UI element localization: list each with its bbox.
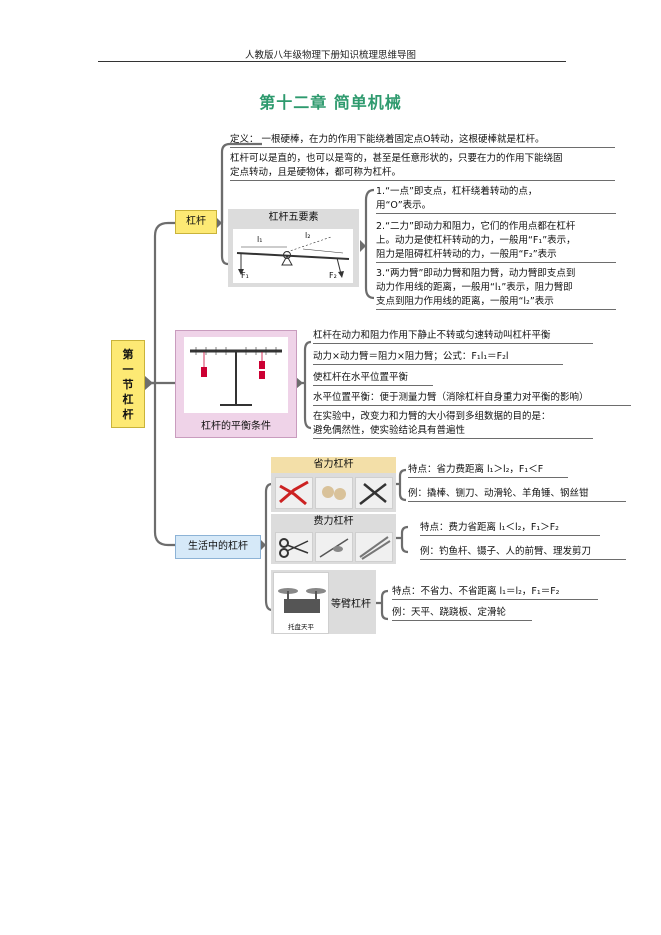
five-item-3: 3.“两力臂”即动力臂和阻力臂，动力臂即支点到 动力作用线的距离，一般用“l₁”…	[376, 267, 616, 310]
root-char-2: 一	[122, 362, 134, 376]
balance-experiment: 在实验中，改变力和力臂的大小得到多组数据的目的是： 避免偶然性，使实验结论具有普…	[313, 410, 593, 439]
costing-feature: 特点：费力省距离 l₁＜l₂，F₁＞F₂	[420, 521, 600, 536]
lever-note-line2: 定点转动，且是硬物体，都可称为杠杆。	[230, 166, 615, 181]
five-item-3-line: 3.“两力臂”即动力臂和阻力臂，动力臂即支点到	[376, 268, 576, 279]
lever-sketch-icon	[236, 236, 350, 278]
fishing-rod-photo	[315, 532, 353, 562]
diagram-f1: F₁	[241, 271, 249, 280]
saving-lever-title: 省力杠杆	[271, 457, 396, 473]
balance-label: 杠杆的平衡条件	[201, 421, 271, 432]
diagram-l2: l₂	[305, 231, 311, 240]
costing-example: 例：钓鱼杆、镊子、人的前臂、理发剪刀	[420, 545, 626, 560]
five-item-3-line: 动力作用线的距离，一般用“l₁”表示，阻力臂即	[376, 282, 573, 293]
balance-line-1: 杠杆在动力和阻力作用下静止不转或匀速转动叫杠杆平衡	[313, 329, 593, 344]
wire-cutter-photo	[355, 477, 393, 509]
root-node: 第 一 节 杠 杆	[111, 340, 145, 428]
diagram-l1: l₁	[257, 235, 263, 244]
bottle-opener-photo	[315, 477, 353, 509]
pliers-photo	[275, 477, 313, 509]
lever-note-line1: 杠杆可以是直的，也可以是弯的，甚至是任意形状的，只要在力的作用下能绕固	[230, 153, 563, 164]
chapter-title: 第十二章 简单机械	[259, 93, 402, 112]
five-item-2-line: 阻力是阻碍杠杆转动的力，一般用“F₂”表示	[376, 248, 616, 263]
lever-balance-icon	[190, 347, 282, 406]
lever-definition: 定义： 一根硬棒，在力的作用下能绕着固定点O转动，这根硬棒就是杠杆。	[230, 133, 615, 148]
root-char-5: 杆	[122, 407, 134, 421]
equal-example: 例：天平、跷跷板、定滑轮	[392, 606, 532, 621]
running-title: 人教版八年级物理下册知识梳理思维导图	[244, 50, 416, 61]
saving-feature: 特点：省力费距离 l₁＞l₂，F₁＜F	[408, 463, 568, 478]
header-rule	[98, 61, 566, 62]
equal-lever-title: 等臂杠杆	[331, 599, 371, 610]
equal-lever-panel: 托盘天平 等臂杠杆	[271, 570, 376, 634]
root-char-1: 第	[122, 347, 134, 361]
five-item-1: 1.“一点”即支点，杠杆绕着转动的点， 用“O”表示。	[376, 185, 616, 214]
balance-line-4: 水平位置平衡：便于测量力臂（消除杠杆自身重力对平衡的影响）	[313, 391, 631, 406]
costing-lever-panel: 费力杠杆	[271, 514, 396, 564]
balance-line-2: 动力×动力臂＝阻力×阻力臂；公式：F₁l₁＝F₂l	[313, 350, 563, 365]
five-item-1-line: 用“O”表示。	[376, 199, 616, 214]
five-item-2-line: 上。动力是使杠杆转动的力，一般用“F₁”表示，	[376, 235, 576, 246]
root-char-4: 杠	[122, 392, 134, 406]
costing-lever-title: 费力杠杆	[313, 516, 354, 527]
balance-panel: 杠杆的平衡条件	[175, 330, 297, 438]
five-elements-panel: 杠杆五要素 l₁ l₂ F₁ F₂	[228, 209, 359, 287]
lever-node: 杠杆	[175, 210, 217, 234]
balance-scale-caption: 托盘天平	[288, 623, 314, 631]
five-item-2: 2.“二力”即动力和阻力，它们的作用点都在杠杆 上。动力是使杠杆转动的力，一般用…	[376, 220, 616, 263]
balance-line-5: 在实验中，改变力和力臂的大小得到多组数据的目的是：	[313, 411, 551, 422]
root-char-3: 节	[122, 377, 134, 391]
balance-line-3: 使杠杆在水平位置平衡	[313, 371, 433, 386]
five-item-3-line: 支点到阻力作用线的距离，一般用“l₂”表示	[376, 295, 616, 310]
life-lever-node: 生活中的杠杆	[175, 535, 261, 559]
scissors-photo	[275, 532, 313, 562]
five-item-1-line: 1.“一点”即支点，杠杆绕着转动的点，	[376, 186, 538, 197]
balance-lever-image	[184, 337, 288, 413]
lever-note: 杠杆可以是直的，也可以是弯的，甚至是任意形状的，只要在力的作用下能绕固 定点转动…	[230, 152, 615, 181]
equal-feature: 特点：不省力、不省距离 l₁＝l₂，F₁＝F₂	[392, 585, 598, 600]
tweezers-photo	[355, 532, 393, 562]
lever-diagram: l₁ l₂ F₁ F₂	[233, 229, 353, 283]
saving-lever-panel: 省力杠杆	[271, 457, 396, 512]
saving-example: 例：撬棒、铡刀、动滑轮、羊角锤、钢丝钳	[408, 487, 626, 502]
balance-line-6: 避免偶然性，使实验结论具有普遍性	[313, 424, 593, 439]
diagram-f2: F₂	[329, 271, 337, 280]
five-item-2-line: 2.“二力”即动力和阻力，它们的作用点都在杠杆	[376, 221, 576, 232]
balance-scale-photo: 托盘天平	[273, 572, 329, 634]
five-elements-title: 杠杆五要素	[268, 212, 319, 223]
